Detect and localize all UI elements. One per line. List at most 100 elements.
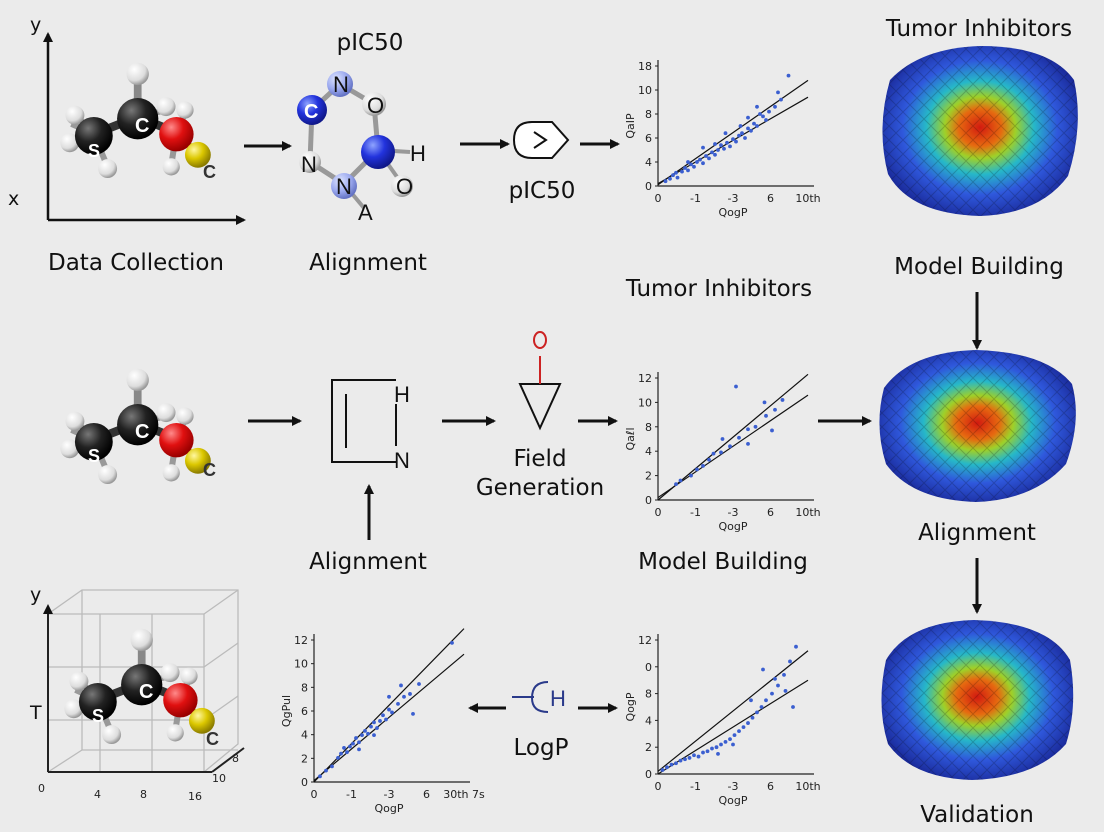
data-point — [701, 463, 705, 468]
label-alignment-mid: Alignment — [309, 549, 427, 575]
y-tick-label: 2 — [645, 470, 652, 483]
y-tick-label: 4 — [645, 714, 652, 727]
data-point — [713, 152, 717, 157]
x-tick-label: 10th — [795, 780, 820, 793]
x-tick-label: -3 — [728, 506, 739, 519]
y-tick-label: 12 — [638, 634, 652, 647]
data-point — [764, 698, 768, 703]
data-point — [749, 128, 753, 133]
ring-atom-n-left: N — [301, 152, 317, 177]
data-point — [378, 719, 382, 723]
data-point — [695, 160, 699, 164]
data-point — [762, 400, 767, 405]
y-tick-label: 2 — [301, 752, 308, 765]
flow-arrows — [244, 139, 982, 713]
data-point — [698, 157, 702, 162]
x-tick-label: 10th — [795, 506, 820, 519]
data-point — [372, 720, 376, 725]
data-point — [701, 145, 705, 150]
data-point — [740, 131, 744, 136]
label-model-building-right: Model Building — [894, 254, 1064, 280]
data-point — [719, 143, 723, 148]
x-tick-label: 0 — [655, 780, 662, 793]
data-point — [357, 740, 361, 745]
label-field-generation-2: Generation — [475, 475, 605, 501]
data-point — [770, 691, 774, 696]
data-point — [791, 705, 795, 709]
data-point — [396, 702, 400, 706]
x-tick-label: 6 — [423, 788, 430, 801]
axis-label-y-top: y — [30, 14, 42, 36]
label-field-generation-1: Field — [513, 446, 567, 472]
x-tick-label: -3 — [728, 192, 739, 205]
fit-line — [657, 394, 809, 499]
data-point — [707, 156, 711, 161]
data-point — [668, 176, 672, 181]
y-tick-label: 8 — [645, 108, 652, 121]
ring-molecule-mid: H N — [331, 379, 410, 473]
data-point — [746, 441, 750, 446]
data-point — [696, 754, 701, 759]
y-tick-label: 0 — [301, 776, 308, 789]
data-point — [722, 146, 726, 151]
data-point — [701, 750, 705, 755]
data-point — [776, 683, 780, 688]
atom-label-c-mid: C — [135, 421, 149, 443]
data-point — [773, 407, 777, 412]
data-point — [737, 435, 741, 440]
y-tick-label: 4 — [645, 445, 652, 458]
data-point — [773, 676, 777, 681]
x-tick-label: 6 — [767, 780, 774, 793]
data-point — [324, 768, 328, 773]
data-point — [678, 758, 683, 763]
data-point — [686, 168, 690, 173]
data-point — [716, 752, 720, 756]
data-point — [720, 437, 725, 441]
data-point — [675, 175, 680, 180]
data-point — [788, 659, 792, 664]
fit-line — [657, 373, 809, 501]
data-point — [705, 749, 710, 754]
axis-label-x-top: x — [8, 188, 20, 210]
grid-tick-z-8: 8 — [232, 752, 239, 765]
axis-label-t-bottom: T — [30, 702, 42, 724]
atom-label-s-top: S — [88, 141, 100, 161]
data-point — [695, 467, 699, 472]
data-point — [752, 121, 756, 126]
data-point — [674, 170, 678, 175]
data-point — [780, 398, 785, 402]
data-point — [408, 692, 412, 696]
data-point — [357, 747, 361, 752]
data-point — [746, 427, 750, 432]
data-point — [399, 683, 403, 688]
data-point — [692, 164, 696, 169]
y-tick-label: 10 — [294, 658, 308, 671]
ring-atom-c: C — [304, 101, 318, 123]
data-point — [767, 109, 771, 114]
protein-surface-top — [882, 46, 1078, 216]
data-point — [719, 450, 723, 455]
y-tick-label: 6 — [301, 705, 308, 718]
data-point — [665, 765, 669, 770]
data-point — [336, 755, 340, 760]
x-tick-label: 6 — [767, 192, 774, 205]
data-point — [680, 169, 684, 174]
protein-surface-mid — [879, 350, 1076, 502]
data-point — [366, 731, 370, 736]
grid-tick-x-16: 16 — [188, 790, 202, 803]
data-point — [746, 126, 750, 131]
y-tick-label: 12 — [638, 372, 652, 385]
data-point — [749, 698, 753, 703]
y-tick-label: 0 — [645, 494, 652, 507]
data-point — [701, 161, 705, 166]
data-point — [753, 424, 758, 429]
x-axis-label: QogP — [718, 520, 747, 533]
y-tick-label: 10 — [638, 396, 652, 409]
data-point — [737, 729, 741, 734]
data-point — [689, 473, 693, 478]
x-axis-label: QogP — [718, 794, 747, 807]
ring-atom-o-bottom: O — [396, 174, 413, 199]
data-point — [728, 144, 732, 149]
data-point — [723, 739, 728, 744]
